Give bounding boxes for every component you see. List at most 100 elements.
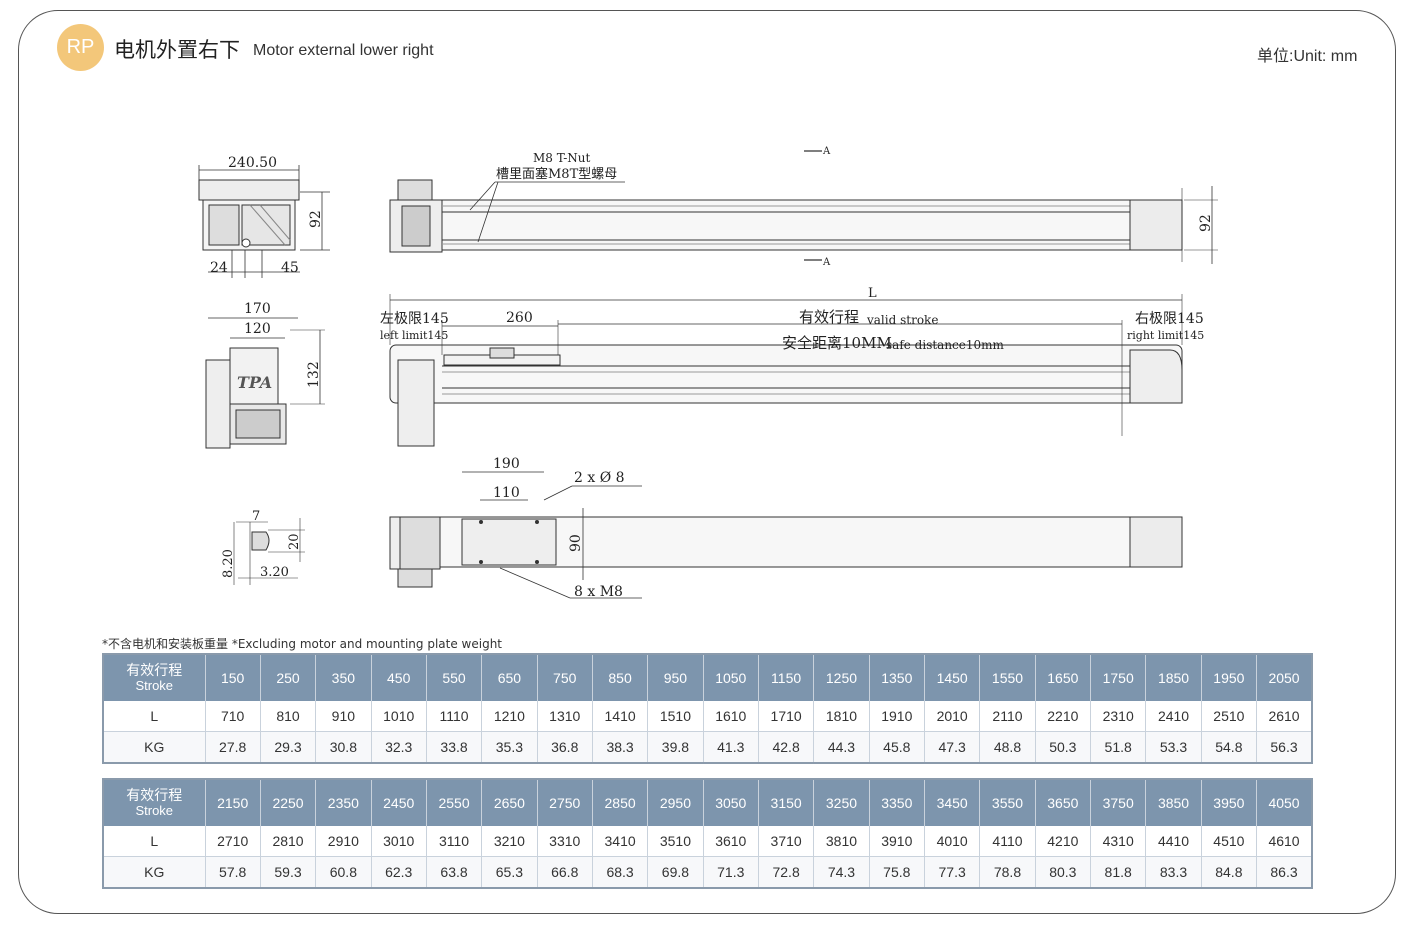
weight-value-cell: 78.8 bbox=[979, 856, 1036, 888]
weight-value-cell: 65.3 bbox=[481, 856, 538, 888]
length-value-cell: 3510 bbox=[647, 826, 704, 857]
weight-value-cell: 54.8 bbox=[1201, 731, 1258, 763]
right-limit-cn: 右极限145 bbox=[1135, 311, 1204, 327]
title-chinese: 电机外置右下 bbox=[114, 38, 240, 62]
weight-value-cell: 33.8 bbox=[426, 731, 483, 763]
stroke-header-en: Stroke bbox=[135, 678, 174, 693]
stroke-header-en: Stroke bbox=[135, 803, 174, 818]
length-value-cell: 3110 bbox=[426, 826, 483, 857]
screws-label: 8 x M8 bbox=[574, 584, 623, 600]
stroke-value-cell: 750 bbox=[537, 654, 593, 701]
weight-value-cell: 69.8 bbox=[647, 856, 704, 888]
length-value-cell: 4110 bbox=[979, 826, 1036, 857]
weight-value-cell: 51.8 bbox=[1090, 731, 1147, 763]
stroke-value-cell: 3750 bbox=[1090, 779, 1147, 826]
stroke-header-cn: 有效行程 bbox=[126, 787, 183, 803]
length-value-cell: 3910 bbox=[869, 826, 925, 857]
weight-value-cell: 57.8 bbox=[205, 856, 261, 888]
weight-value-cell: 29.3 bbox=[260, 731, 317, 763]
stroke-value-cell: 3150 bbox=[758, 779, 815, 826]
weight-value-cell: 53.3 bbox=[1145, 731, 1202, 763]
dim-right-92: 92 bbox=[1198, 214, 1214, 232]
dim-45: 45 bbox=[281, 260, 299, 276]
dim-190: 190 bbox=[493, 456, 520, 472]
stroke-value-cell: 1950 bbox=[1201, 654, 1258, 701]
safe-label-en: safe distance10mm bbox=[886, 338, 1005, 352]
length-value-cell: 2410 bbox=[1145, 701, 1202, 732]
safe-label-cn: 安全距离10MM bbox=[782, 334, 892, 352]
length-value-cell: 1410 bbox=[592, 701, 649, 732]
length-value-cell: 1510 bbox=[647, 701, 704, 732]
length-value-cell: 2310 bbox=[1090, 701, 1147, 732]
length-value-cell: 4610 bbox=[1256, 826, 1313, 857]
stroke-value-cell: 2150 bbox=[205, 779, 261, 826]
dim-170: 170 bbox=[244, 301, 271, 317]
stroke-label-en: valid stroke bbox=[866, 313, 938, 327]
length-value-cell: 3010 bbox=[371, 826, 427, 857]
weight-value-cell: 62.3 bbox=[371, 856, 427, 888]
length-value-cell: 1610 bbox=[703, 701, 759, 732]
stroke-value-cell: 1650 bbox=[1035, 654, 1092, 701]
stroke-value-cell: 2350 bbox=[315, 779, 372, 826]
weight-value-cell: 35.3 bbox=[481, 731, 538, 763]
length-value-cell: 910 bbox=[315, 701, 372, 732]
series-badge: RP bbox=[57, 24, 104, 71]
dim-132: 132 bbox=[306, 361, 322, 388]
stroke-value-cell: 650 bbox=[481, 654, 538, 701]
stroke-value-cell: 3250 bbox=[813, 779, 870, 826]
stroke-value-cell: 1750 bbox=[1090, 654, 1147, 701]
length-value-cell: 2010 bbox=[924, 701, 981, 732]
length-header-cell: L bbox=[103, 826, 206, 857]
section-a-top: A bbox=[822, 146, 831, 157]
stroke-value-cell: 3950 bbox=[1201, 779, 1258, 826]
length-value-cell: 4310 bbox=[1090, 826, 1147, 857]
length-value-cell: 710 bbox=[205, 701, 261, 732]
weight-value-cell: 83.3 bbox=[1145, 856, 1202, 888]
stroke-value-cell: 2650 bbox=[481, 779, 538, 826]
stroke-value-cell: 850 bbox=[592, 654, 649, 701]
length-value-cell: 2810 bbox=[260, 826, 317, 857]
length-value-cell: 1110 bbox=[426, 701, 483, 732]
length-value-cell: 1710 bbox=[758, 701, 815, 732]
length-value-cell: 3810 bbox=[813, 826, 870, 857]
length-value-cell: 1310 bbox=[537, 701, 593, 732]
length-value-cell: 810 bbox=[260, 701, 317, 732]
dim-L: L bbox=[868, 286, 877, 301]
left-limit-en: left limit145 bbox=[380, 329, 448, 342]
weight-value-cell: 60.8 bbox=[315, 856, 372, 888]
stroke-value-cell: 1050 bbox=[703, 654, 759, 701]
dim-260: 260 bbox=[506, 310, 533, 326]
length-value-cell: 1210 bbox=[481, 701, 538, 732]
weight-value-cell: 59.3 bbox=[260, 856, 317, 888]
dim-8-20: 8.20 bbox=[221, 549, 236, 578]
dim-90: 90 bbox=[568, 534, 584, 552]
stroke-value-cell: 550 bbox=[426, 654, 483, 701]
tnut-label-en: M8 T-Nut bbox=[533, 151, 590, 165]
weight-value-cell: 27.8 bbox=[205, 731, 261, 763]
stroke-value-cell: 2250 bbox=[260, 779, 317, 826]
length-value-cell: 3310 bbox=[537, 826, 593, 857]
weight-value-cell: 39.8 bbox=[647, 731, 704, 763]
stroke-value-cell: 1450 bbox=[924, 654, 981, 701]
weight-value-cell: 84.8 bbox=[1201, 856, 1258, 888]
stroke-value-cell: 1150 bbox=[758, 654, 815, 701]
length-value-cell: 2910 bbox=[315, 826, 372, 857]
stroke-value-cell: 250 bbox=[260, 654, 317, 701]
weight-value-cell: 47.3 bbox=[924, 731, 981, 763]
length-value-cell: 2610 bbox=[1256, 701, 1313, 732]
stroke-value-cell: 1850 bbox=[1145, 654, 1202, 701]
weight-value-cell: 50.3 bbox=[1035, 731, 1092, 763]
stroke-header-cn: 有效行程 bbox=[126, 662, 183, 678]
stroke-value-cell: 3650 bbox=[1035, 779, 1092, 826]
weight-value-cell: 42.8 bbox=[758, 731, 815, 763]
dim-20: 20 bbox=[287, 533, 302, 550]
length-value-cell: 3410 bbox=[592, 826, 649, 857]
length-value-cell: 2110 bbox=[979, 701, 1036, 732]
weight-value-cell: 36.8 bbox=[537, 731, 593, 763]
weight-value-cell: 86.3 bbox=[1256, 856, 1313, 888]
title-english: Motor external lower right bbox=[253, 42, 434, 59]
